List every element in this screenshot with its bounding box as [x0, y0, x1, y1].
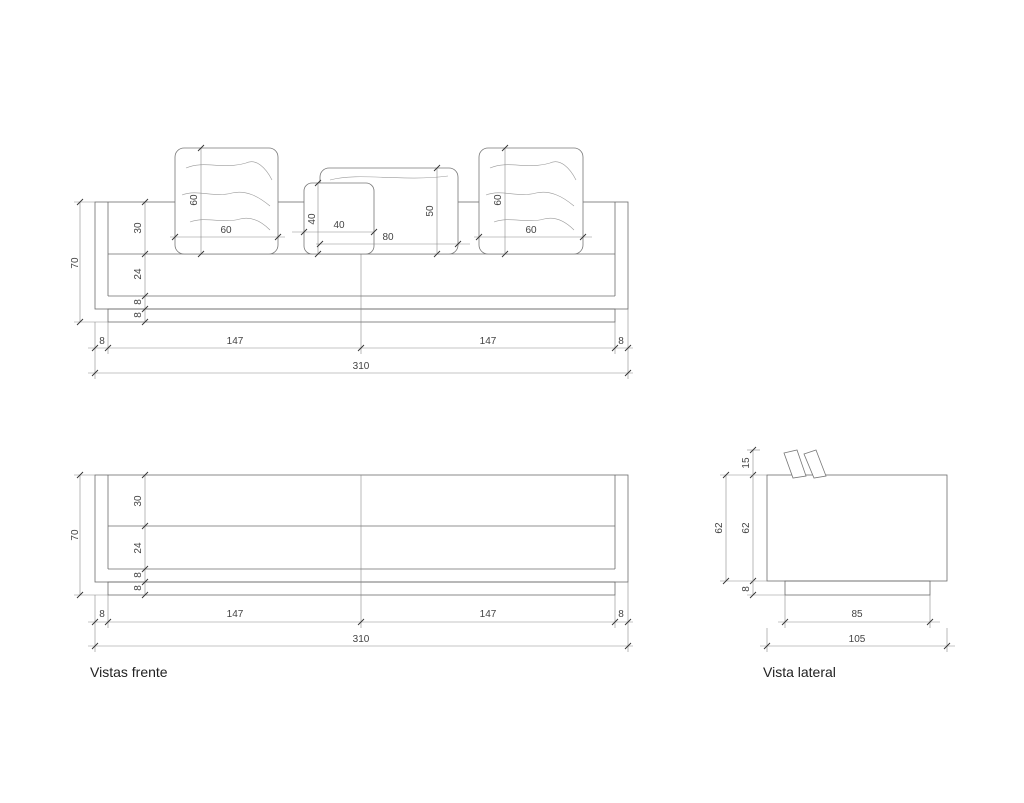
dim-arm-left: 8: [99, 336, 105, 347]
dim-base-lower: 8: [133, 312, 144, 318]
front-view-top: 70 30 24 8 8 8 147 147 8 310 60 60 40 40…: [70, 144, 633, 379]
dim-base-upper: 8: [133, 299, 144, 305]
dim-base-upper: 8: [133, 572, 144, 578]
dim-base-height: 8: [741, 586, 752, 592]
dim-half-left: 147: [227, 609, 244, 620]
cushion-small: [303, 182, 375, 255]
caption-side-view: Vista lateral: [763, 664, 836, 680]
sofa-base: [107, 581, 616, 596]
dim-body-height-inner: 62: [741, 522, 752, 534]
dim-cushion-right-width: 60: [525, 225, 537, 236]
side-body: [766, 474, 948, 582]
side-view: 15 62 62 8 85 105: [714, 446, 955, 652]
dim-cushion-height: 15: [741, 457, 752, 469]
dim-arm-right: 8: [618, 336, 624, 347]
sofa-outline: [94, 474, 629, 583]
dim-cushion-small-width: 40: [333, 220, 345, 231]
dim-height-total: 70: [70, 529, 81, 541]
dim-arm-left: 8: [99, 609, 105, 620]
dim-half-right: 147: [480, 336, 497, 347]
dim-cushion-long-height: 50: [425, 205, 436, 217]
dim-base-lower: 8: [133, 585, 144, 591]
sofa-base: [107, 308, 616, 323]
dim-total-width: 310: [353, 361, 370, 372]
dim-cushion-long-width: 80: [382, 232, 394, 243]
side-base: [784, 580, 931, 596]
dim-total-depth: 105: [849, 634, 866, 645]
dim-cushion-right-height: 60: [493, 194, 504, 206]
dim-half-left: 147: [227, 336, 244, 347]
dim-base-width: 85: [851, 609, 863, 620]
side-cushions: [783, 449, 827, 479]
dim-body-height-outer: 62: [714, 522, 725, 534]
dim-cushion-left-width: 60: [220, 225, 232, 236]
front-view-bottom: 70 30 24 8 8 8 147 147 8 310: [70, 471, 633, 652]
dim-height-total: 70: [70, 257, 81, 269]
dim-seat-height: 24: [133, 542, 144, 554]
dim-back-height: 30: [133, 222, 144, 234]
dim-arm-right: 8: [618, 609, 624, 620]
dim-half-right: 147: [480, 609, 497, 620]
caption-front-views: Vistas frente: [90, 664, 168, 680]
dim-total-width: 310: [353, 634, 370, 645]
dim-cushion-left-height: 60: [189, 194, 200, 206]
dim-back-height: 30: [133, 495, 144, 507]
dim-cushion-small-height: 40: [307, 213, 318, 225]
dim-seat-height: 24: [133, 268, 144, 280]
